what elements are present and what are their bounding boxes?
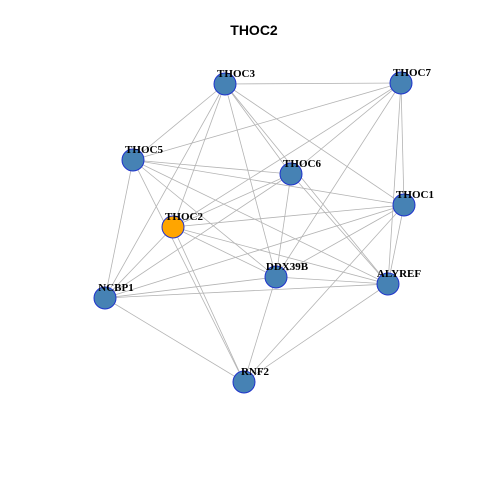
node-label-rnf2: RNF2: [241, 366, 270, 378]
edge-thoc1-ddx39b: [275, 204, 405, 278]
edge-thoc6-thoc2: [172, 173, 292, 228]
edge-thoc5-rnf2: [132, 159, 245, 383]
edge-ddx39b-rnf2: [243, 276, 277, 383]
edge-thoc5-ncbp1: [104, 159, 134, 299]
edge-thoc3-ddx39b: [224, 83, 277, 278]
node-label-ddx39b: DDX39B: [266, 261, 309, 273]
edge-thoc5-thoc1: [132, 159, 405, 206]
node-alyref[interactable]: [376, 272, 400, 296]
node-label-thoc1: THOC1: [396, 189, 434, 201]
node-rnf2[interactable]: [232, 370, 256, 394]
edge-thoc2-rnf2: [172, 226, 245, 383]
edge-thoc7-thoc1: [400, 82, 405, 206]
node-ncbp1[interactable]: [93, 286, 117, 310]
edge-thoc1-thoc2: [172, 204, 405, 228]
edge-ddx39b-alyref: [275, 276, 389, 285]
edge-thoc7-thoc5: [132, 82, 402, 161]
edge-thoc2-ddx39b: [172, 226, 277, 278]
diagram-title: THOC2: [230, 22, 278, 38]
edge-thoc3-thoc6: [224, 83, 292, 175]
edge-layer: [104, 82, 405, 383]
edge-thoc1-ncbp1: [104, 204, 405, 299]
node-thoc2[interactable]: [161, 215, 185, 239]
edge-thoc3-thoc1: [224, 83, 405, 206]
node-thoc3[interactable]: [213, 72, 237, 96]
edge-alyref-ncbp1: [104, 283, 389, 299]
node-thoc7[interactable]: [389, 71, 413, 95]
edge-alyref-rnf2: [243, 283, 389, 383]
node-ddx39b[interactable]: [264, 265, 288, 289]
edge-thoc2-alyref: [172, 226, 389, 285]
edge-thoc3-ncbp1: [104, 83, 226, 299]
edge-thoc7-thoc2: [172, 82, 402, 228]
edge-thoc3-thoc7: [224, 82, 402, 85]
edge-thoc1-rnf2: [243, 204, 405, 383]
edge-thoc7-thoc6: [290, 82, 402, 175]
edge-thoc7-ddx39b: [275, 82, 402, 278]
edge-thoc3-thoc2: [172, 83, 226, 228]
node-label-thoc5: THOC5: [125, 144, 163, 156]
edge-ncbp1-rnf2: [104, 297, 245, 383]
node-label-thoc6: THOC6: [283, 158, 321, 170]
edge-thoc7-alyref: [387, 82, 402, 285]
node-label-alyref: ALYREF: [377, 268, 421, 280]
edge-thoc5-thoc6: [132, 159, 292, 175]
node-thoc6[interactable]: [279, 162, 303, 186]
edge-thoc3-alyref: [224, 83, 389, 285]
node-thoc1[interactable]: [392, 193, 416, 217]
edge-thoc5-alyref: [132, 159, 389, 285]
node-label-thoc3: THOC3: [217, 68, 255, 80]
node-label-thoc7: THOC7: [393, 67, 431, 79]
edge-thoc1-alyref: [387, 204, 405, 285]
edge-thoc2-ncbp1: [104, 226, 174, 299]
node-label-thoc2: THOC2: [165, 211, 203, 223]
edge-ddx39b-ncbp1: [104, 276, 277, 299]
edge-thoc6-alyref: [290, 173, 389, 285]
edge-thoc6-ncbp1: [104, 173, 292, 299]
edge-thoc6-ddx39b: [275, 173, 292, 278]
node-thoc5[interactable]: [121, 148, 145, 172]
edge-thoc5-ddx39b: [132, 159, 277, 278]
node-label-ncbp1: NCBP1: [98, 282, 133, 294]
edge-thoc3-thoc5: [132, 83, 226, 161]
node-layer: [93, 71, 416, 394]
